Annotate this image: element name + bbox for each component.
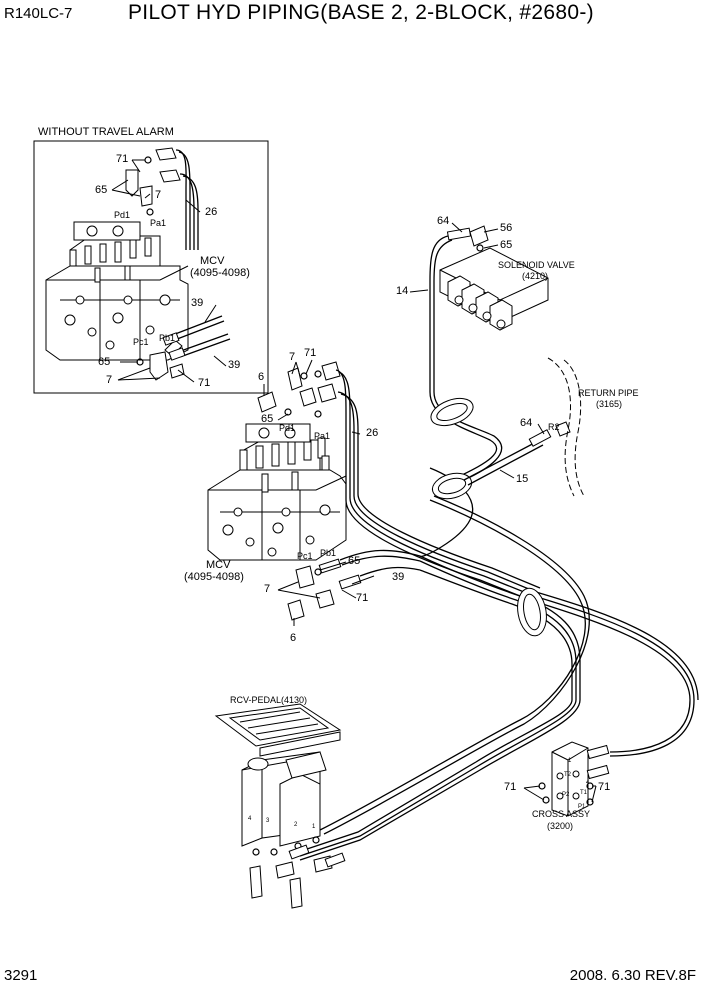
inset-callout-7-top: 7: [155, 189, 162, 201]
rcv-pedal-valve-block-icon: [214, 703, 342, 847]
return-port-r2: R2: [548, 422, 560, 432]
solenoid-callout-65: 65: [500, 239, 513, 251]
main-callout-6-bottom: 6: [290, 632, 297, 644]
main-callout-26: 26: [366, 427, 379, 439]
return-hose-15: [463, 421, 571, 486]
main-mcv-valve-block-icon: [207, 423, 347, 561]
pipe-bundle: [297, 235, 699, 861]
main-callout-71-bottom: 71: [356, 592, 369, 604]
solenoid-valve-label: SOLENOID VALVE: [498, 260, 575, 270]
return-pipe-outline: [547, 357, 585, 497]
main-callout-39: 39: [392, 571, 405, 583]
inset-callout-26: 26: [205, 206, 218, 218]
cross-port-a: 1: [568, 758, 572, 764]
page-number: 3291: [4, 967, 38, 984]
main-callout-71-top: 71: [304, 347, 317, 359]
main-port-pb1: Pb1: [320, 548, 337, 558]
cross-assy-label: CROSS ASSY: [532, 809, 591, 819]
solenoid-callout-14: 14: [396, 285, 409, 297]
solenoid-valve-ref: (4210): [522, 271, 549, 281]
solenoid-hose-fitting-icon: [446, 227, 472, 241]
revision-date: 2008. 6.30 REV.8F: [569, 967, 696, 984]
solenoid-callout-64: 64: [437, 215, 450, 227]
inset-frame: [33, 140, 269, 394]
pedal-port-2: 2: [294, 822, 298, 828]
cross-assy-ref: (3200): [547, 821, 574, 831]
solenoid-valve-block-icon: [439, 225, 549, 331]
main-top-fittings: [257, 361, 341, 418]
inset-hose-39: [162, 315, 231, 361]
main-mcv-ref: (4095-4098): [184, 571, 244, 583]
pipe-clamp-icon: [430, 397, 547, 637]
inset-leaders: [111, 159, 227, 383]
solenoid-leaders: [409, 222, 499, 293]
main-leaders: [263, 359, 375, 626]
inset-port-pd1: Pd1: [114, 210, 131, 220]
cross-port-t2: T2: [564, 772, 572, 778]
inset-mcv-label: MCV: [200, 255, 225, 267]
return-pipe-label: RETURN PIPE: [578, 388, 639, 398]
main-port-pa1: Pa1: [314, 431, 331, 441]
main-callout-7-bottom: 7: [264, 583, 271, 595]
main-port-pd1: Pd1: [279, 423, 296, 433]
main-callout-7-top: 7: [289, 351, 296, 363]
cross-port-p1: P1: [578, 804, 586, 810]
main-mcv-label: MCV: [206, 559, 231, 571]
cross-leaders: [523, 785, 597, 803]
main-port-pc1: Pc1: [297, 551, 313, 561]
main-callout-65-top: 65: [261, 413, 274, 425]
cross-port-t1: T1: [580, 790, 588, 796]
main-callout-65-bottom: 65: [348, 555, 361, 567]
main-callout-6-top: 6: [258, 371, 265, 383]
main-lower-fittings: [287, 549, 421, 621]
return-callout-64: 64: [520, 417, 533, 429]
inset-callout-71-top: 71: [116, 153, 129, 165]
pedal-port-1: 1: [312, 824, 316, 830]
model-number: R140LC-7: [4, 5, 73, 22]
return-leaders: [499, 423, 545, 479]
cross-port-b: 4: [586, 780, 590, 786]
return-callout-15: 15: [516, 473, 529, 485]
pedal-fittings: [249, 836, 346, 909]
inset-callout-71-bottom: 71: [198, 377, 211, 389]
inset-hose-26: [175, 149, 199, 250]
inset-elbow-fitting-icon: [125, 147, 185, 381]
solenoid-callout-56: 56: [500, 222, 513, 234]
inset-mcv-valve-block-icon: [45, 221, 189, 361]
rcv-pedal-label: RCV-PEDAL(4130): [230, 695, 308, 705]
main-hose-26: [335, 369, 359, 480]
cross-callout-71-left: 71: [504, 781, 517, 793]
inset-port-pb1: Pb1: [159, 333, 176, 343]
inset-callout-7-bottom: 7: [106, 374, 113, 386]
inset-port-pc1: Pc1: [133, 337, 149, 347]
inset-port-pa1: Pa1: [150, 218, 167, 228]
inset-heading: WITHOUT TRAVEL ALARM: [38, 126, 174, 138]
inset-callout-65-top: 65: [95, 184, 108, 196]
inset-callout-65-bottom: 65: [98, 356, 111, 368]
page-title: PILOT HYD PIPING(BASE 2, 2-BLOCK, #2680-…: [128, 1, 594, 24]
pedal-port-4: 4: [248, 816, 252, 822]
inset-callout-39-top: 39: [191, 297, 204, 309]
return-pipe-ref: (3165): [596, 399, 623, 409]
cross-port-p2: P2: [562, 792, 570, 798]
pedal-port-3: 3: [266, 818, 270, 824]
cross-assy-valve-block-icon: [538, 741, 610, 817]
cross-callout-71-right: 71: [598, 781, 611, 793]
inset-callout-39-bottom: 39: [228, 359, 241, 371]
inset-mcv-ref: (4095-4098): [190, 267, 250, 279]
